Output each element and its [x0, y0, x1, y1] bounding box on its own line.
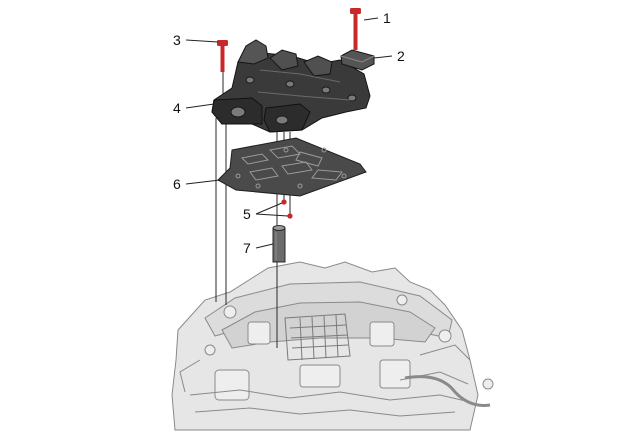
- transmission-housing: [171, 261, 494, 431]
- bolt-icon: [350, 8, 361, 50]
- callout-labels: 1 2 3 4 6 5 7: [173, 10, 405, 256]
- gasket-plate-icon: [217, 137, 367, 197]
- callout-7: 7: [243, 240, 251, 256]
- check-ball-icon: [281, 199, 293, 219]
- callout-5: 5: [243, 206, 251, 222]
- sleeve-icon: [272, 225, 286, 263]
- bolt-icon: [217, 40, 228, 72]
- callout-1: 1: [383, 10, 391, 26]
- valve-body-icon: [211, 39, 371, 133]
- bracket-icon: [340, 49, 375, 71]
- callout-4: 4: [173, 100, 181, 116]
- callout-3: 3: [173, 32, 181, 48]
- callout-2: 2: [397, 48, 405, 64]
- leader-lines: [185, 17, 393, 249]
- callout-6: 6: [173, 176, 181, 192]
